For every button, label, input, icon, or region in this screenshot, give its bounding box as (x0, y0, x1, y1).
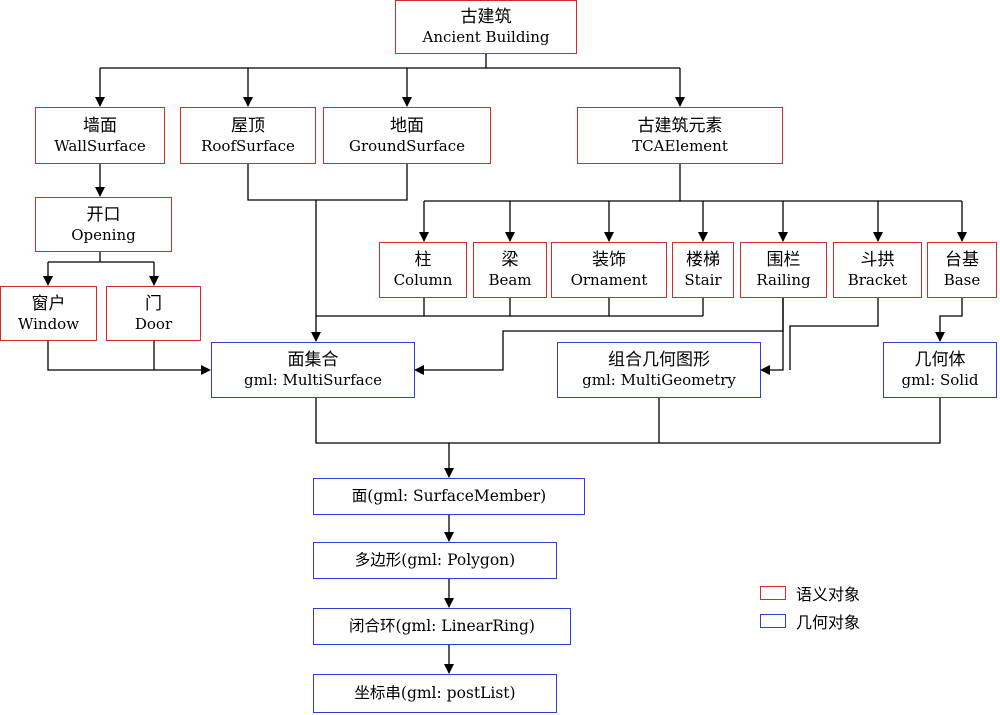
node-label: 闭合环(gml: LinearRing) (349, 616, 535, 635)
node-label-zh: 装饰 (592, 250, 626, 270)
node-label: 面(gml: SurfaceMember) (351, 486, 547, 505)
node-ground-surface: 地面 GroundSurface (323, 107, 491, 164)
node-tca-element: 古建筑元素 TCAElement (577, 107, 783, 164)
node-label-en: Column (393, 271, 453, 290)
node-ornament: 装饰 Ornament (551, 242, 667, 298)
edge-railing-to-multigeometry (760, 298, 784, 375)
edge-geometry-bus (315, 398, 941, 444)
node-label-zh: 屋顶 (231, 115, 265, 136)
node-label-zh: 斗拱 (860, 250, 895, 270)
node-label-zh: 组合几何图形 (608, 350, 710, 370)
node-label-en: gml: MultiGeometry (582, 371, 736, 390)
node-label: 坐标串(gml: postList) (354, 683, 516, 702)
node-label-en: Stair (684, 271, 722, 290)
node-ancient-building: 古建筑 Ancient Building (395, 0, 577, 54)
node-label-zh: 墙面 (83, 115, 117, 136)
node-door: 门 Door (106, 286, 201, 341)
node-base: 台基 Base (927, 242, 997, 298)
edge-bracket-to-multigeometry (789, 298, 879, 370)
edge-roof-to-multisurface (247, 164, 321, 342)
node-bracket: 斗拱 Bracket (833, 242, 922, 298)
legend-swatch-geometry (760, 614, 786, 628)
node-polygon: 多边形(gml: Polygon) (313, 542, 557, 579)
node-label-zh: 开口 (86, 204, 121, 225)
node-label-en: Beam (488, 271, 532, 290)
node-window: 窗户 Window (0, 286, 97, 341)
node-label-zh: 窗户 (31, 293, 66, 314)
node-post-list: 坐标串(gml: postList) (313, 674, 557, 713)
node-label-en: gml: MultiSurface (244, 371, 382, 390)
node-wall-surface: 墙面 WallSurface (35, 107, 165, 164)
node-label-en: GroundSurface (349, 136, 465, 155)
edge-ground-to-multisurface (316, 164, 408, 201)
node-multi-geometry: 组合几何图形 gml: MultiGeometry (557, 342, 761, 398)
node-multi-surface: 面集合 gml: MultiSurface (211, 342, 415, 398)
node-label-zh: 梁 (501, 250, 519, 270)
edge-base-to-solid (935, 298, 963, 342)
node-label-zh: 门 (145, 293, 162, 314)
node-label-zh: 古建筑 (460, 7, 512, 27)
node-linear-ring: 闭合环(gml: LinearRing) (313, 608, 571, 645)
node-stair: 楼梯 Stair (672, 242, 734, 298)
node-label-zh: 面集合 (287, 350, 339, 370)
node-label: 多边形(gml: Polygon) (354, 550, 516, 569)
node-solid: 几何体 gml: Solid (883, 342, 997, 398)
node-label-en: TCAElement (632, 136, 728, 155)
node-label-en: Base (943, 271, 981, 290)
node-label-en: Door (134, 314, 173, 333)
node-column: 柱 Column (379, 242, 467, 298)
node-opening: 开口 Opening (35, 197, 172, 252)
node-label-zh: 柱 (414, 250, 432, 270)
node-label-en: WallSurface (54, 136, 146, 155)
node-railing: 围栏 Railing (740, 242, 827, 298)
node-label-zh: 古建筑元素 (637, 115, 723, 136)
node-label-zh: 地面 (390, 115, 424, 136)
node-roof-surface: 屋顶 RoofSurface (180, 107, 316, 164)
node-label-zh: 几何体 (914, 350, 966, 370)
node-label-en: Bracket (847, 271, 908, 290)
node-beam: 梁 Beam (473, 242, 547, 298)
edge-window-to-multisurface (47, 341, 211, 375)
node-label-en: Opening (71, 225, 136, 244)
node-label-en: Ancient Building (422, 28, 550, 47)
legend-label-geometry: 几何对象 (796, 613, 861, 632)
legend-geometry: 几何对象 (760, 609, 860, 633)
node-label-zh: 围栏 (766, 250, 801, 270)
node-label-zh: 台基 (945, 250, 979, 270)
legend-swatch-semantic (760, 586, 786, 600)
legend-label-semantic: 语义对象 (796, 585, 861, 604)
node-label-en: gml: Solid (901, 371, 979, 390)
node-surface-member: 面(gml: SurfaceMember) (313, 478, 585, 515)
node-label-en: Window (17, 314, 80, 333)
node-label-en: Railing (756, 271, 811, 290)
node-label-en: Ornament (570, 271, 648, 290)
node-label-en: RoofSurface (201, 136, 295, 155)
legend-semantic: 语义对象 (760, 581, 860, 605)
node-label-zh: 楼梯 (686, 250, 720, 270)
